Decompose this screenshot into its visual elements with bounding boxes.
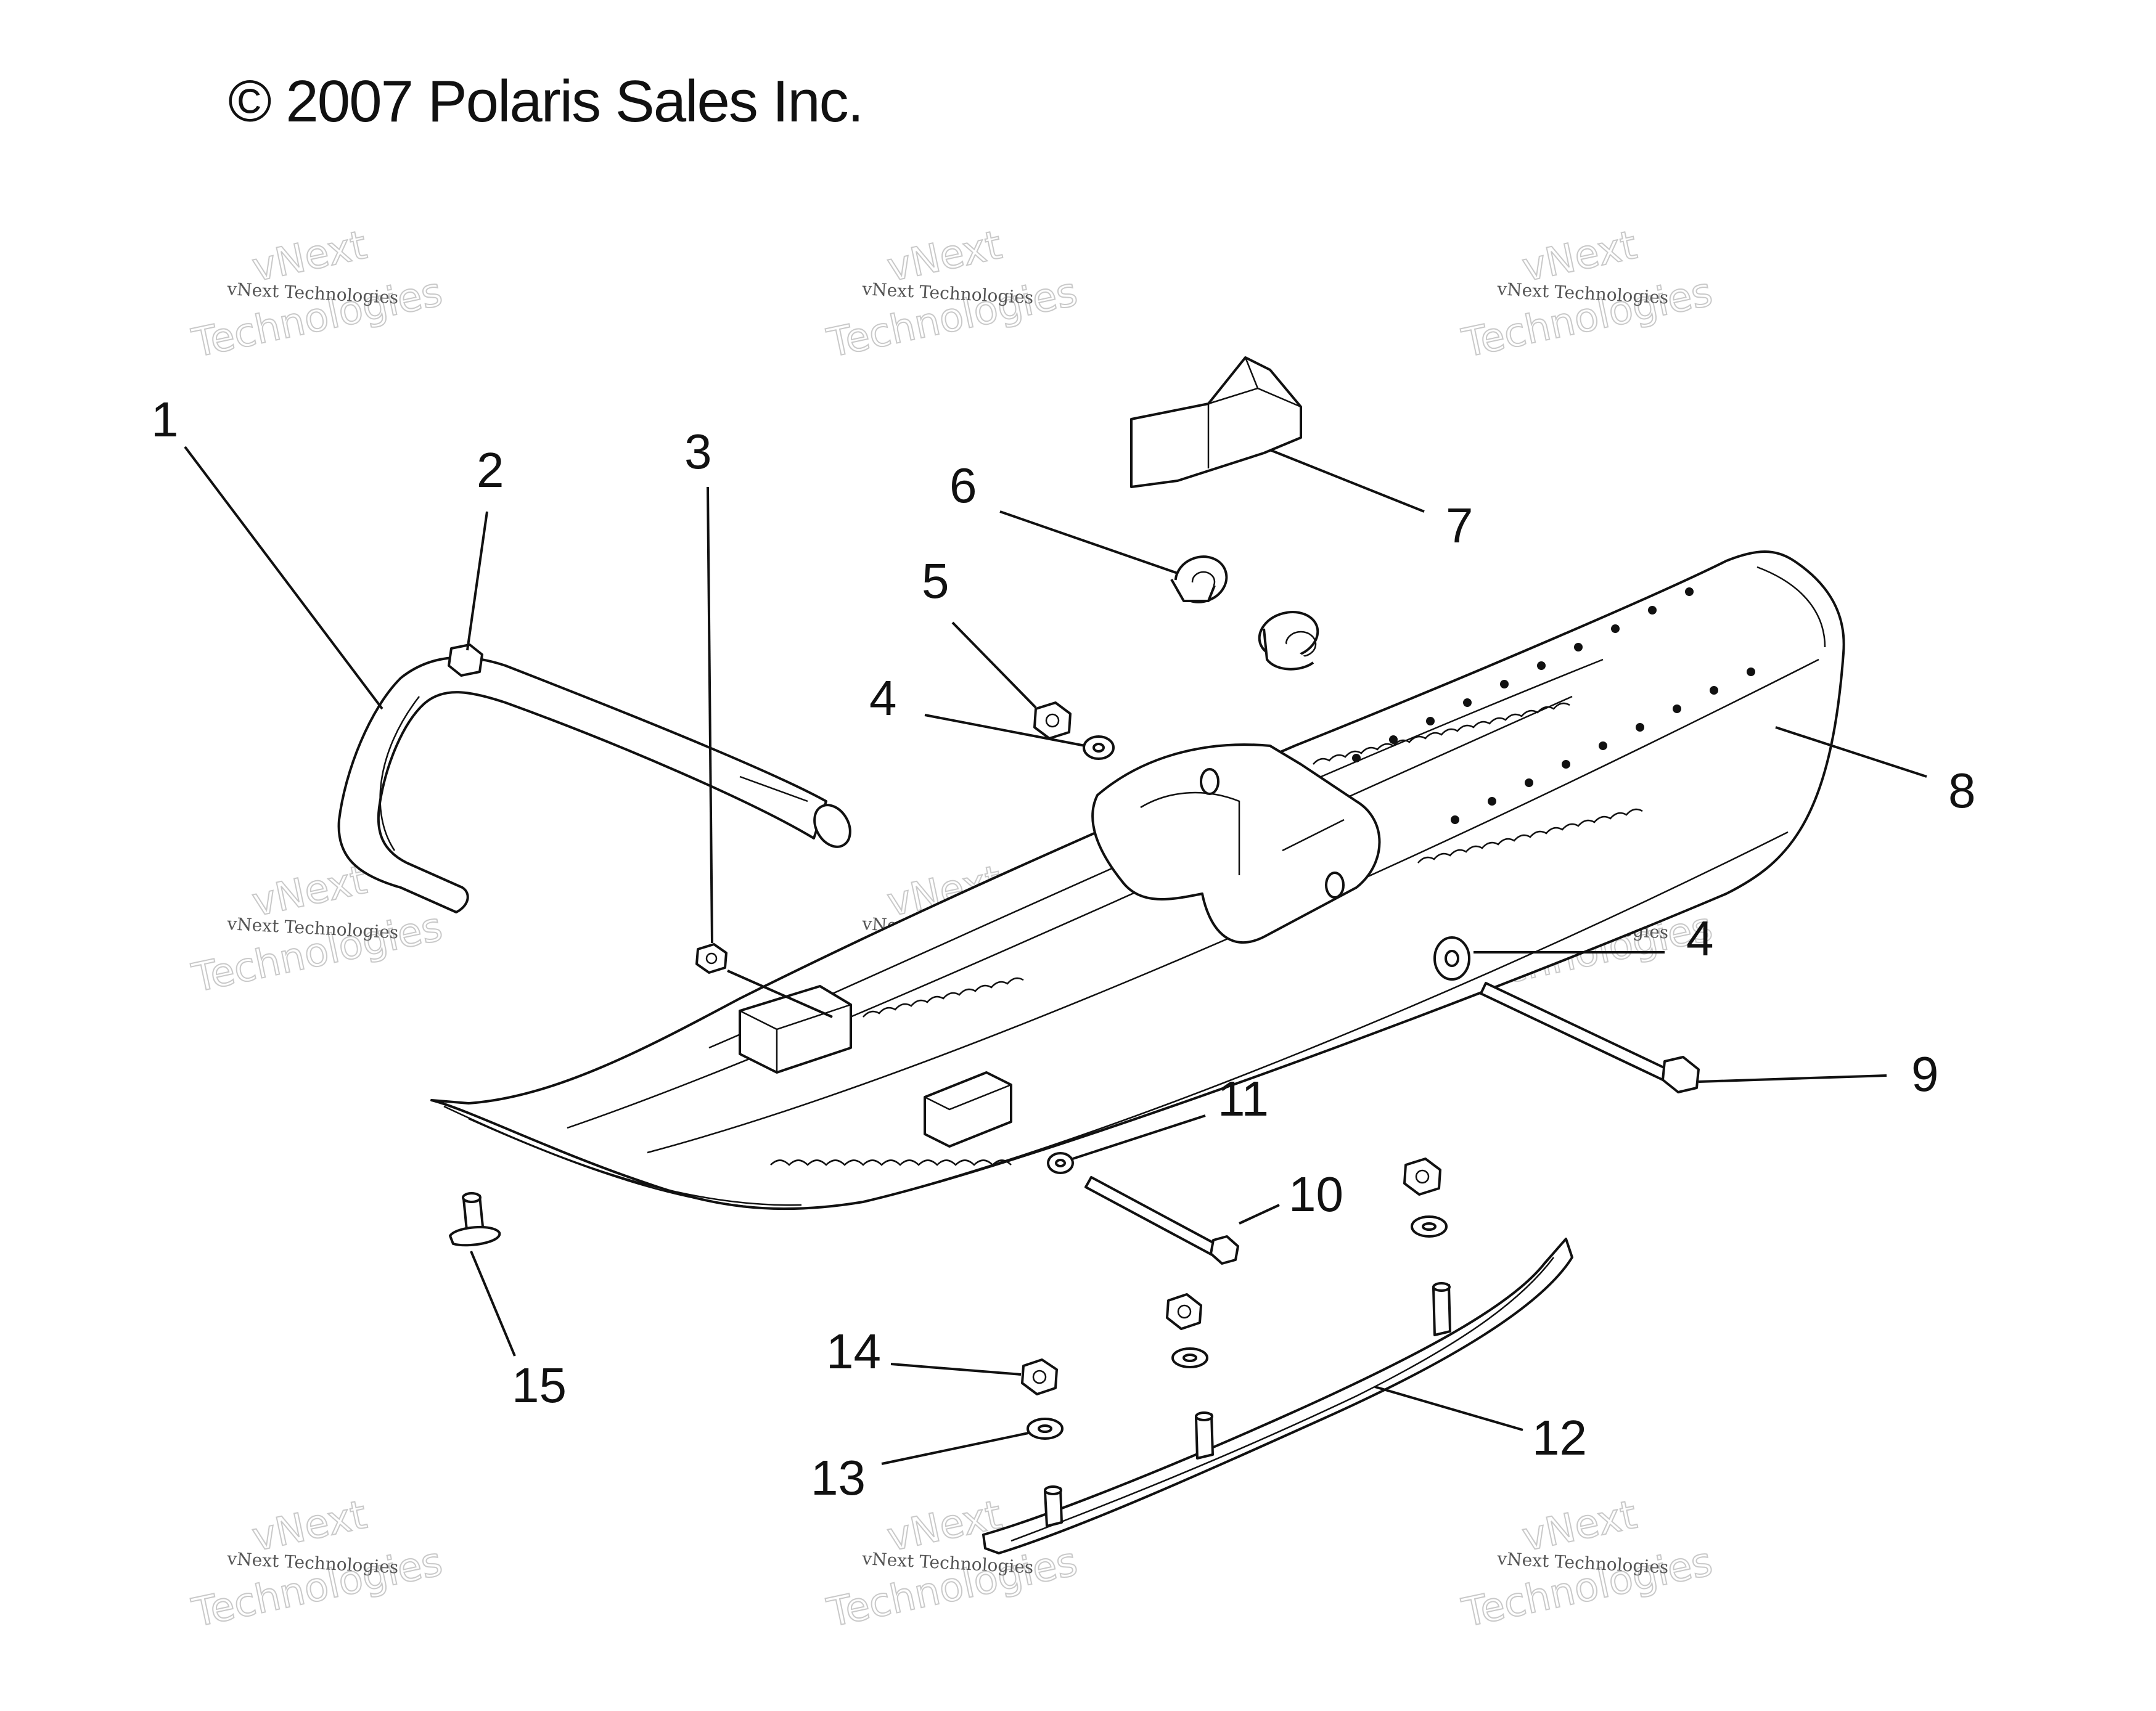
bumper-block-7 [1130, 356, 1302, 488]
callout-4: 4 [869, 671, 897, 725]
callout-12: 12 [1532, 1410, 1587, 1465]
handle-nut [448, 643, 483, 677]
callout-5: 5 [922, 553, 949, 608]
copyright-notice: © 2007 Polaris Sales Inc. [228, 68, 864, 134]
nut-middle [1166, 1293, 1202, 1330]
nut-upper-right [1403, 1158, 1441, 1196]
callout-numbers: 1 2 3 4 5 6 7 8 4 9 11 10 14 13 12 15 [151, 392, 1976, 1505]
rivet-15 [449, 1192, 501, 1247]
nut-3 [695, 943, 728, 974]
callout-14: 14 [826, 1324, 881, 1379]
callout-7: 7 [1446, 498, 1474, 553]
bolt-10 [1084, 1176, 1239, 1265]
bushing-6 [1170, 555, 1319, 671]
callout-10: 10 [1289, 1167, 1343, 1222]
callout-8: 8 [1948, 763, 1976, 818]
washer-middle [1171, 1347, 1208, 1368]
washer-upper-right [1411, 1215, 1448, 1238]
callout-2: 2 [477, 443, 504, 497]
callout-13: 13 [811, 1450, 866, 1505]
ski-handle-loop [337, 656, 851, 913]
washer-13 [1027, 1418, 1064, 1440]
carbide-runner-12 [982, 1238, 1573, 1554]
callout-1: 1 [151, 392, 179, 447]
callout-15: 15 [512, 1358, 567, 1413]
bolt-9 [1480, 982, 1700, 1093]
leader-lines [184, 446, 1927, 1465]
washer-4-upper [1083, 735, 1115, 760]
callout-4-lower: 4 [1686, 911, 1714, 966]
callout-6: 6 [949, 458, 977, 513]
washer-4-lower [1433, 936, 1470, 981]
ski-body [430, 550, 1845, 1211]
nut-14 [1021, 1358, 1058, 1395]
callout-9: 9 [1911, 1047, 1939, 1101]
washer-11 [1047, 1152, 1074, 1174]
nut-5 [1033, 701, 1072, 740]
callout-3: 3 [684, 424, 712, 479]
callout-11: 11 [1218, 1071, 1269, 1126]
